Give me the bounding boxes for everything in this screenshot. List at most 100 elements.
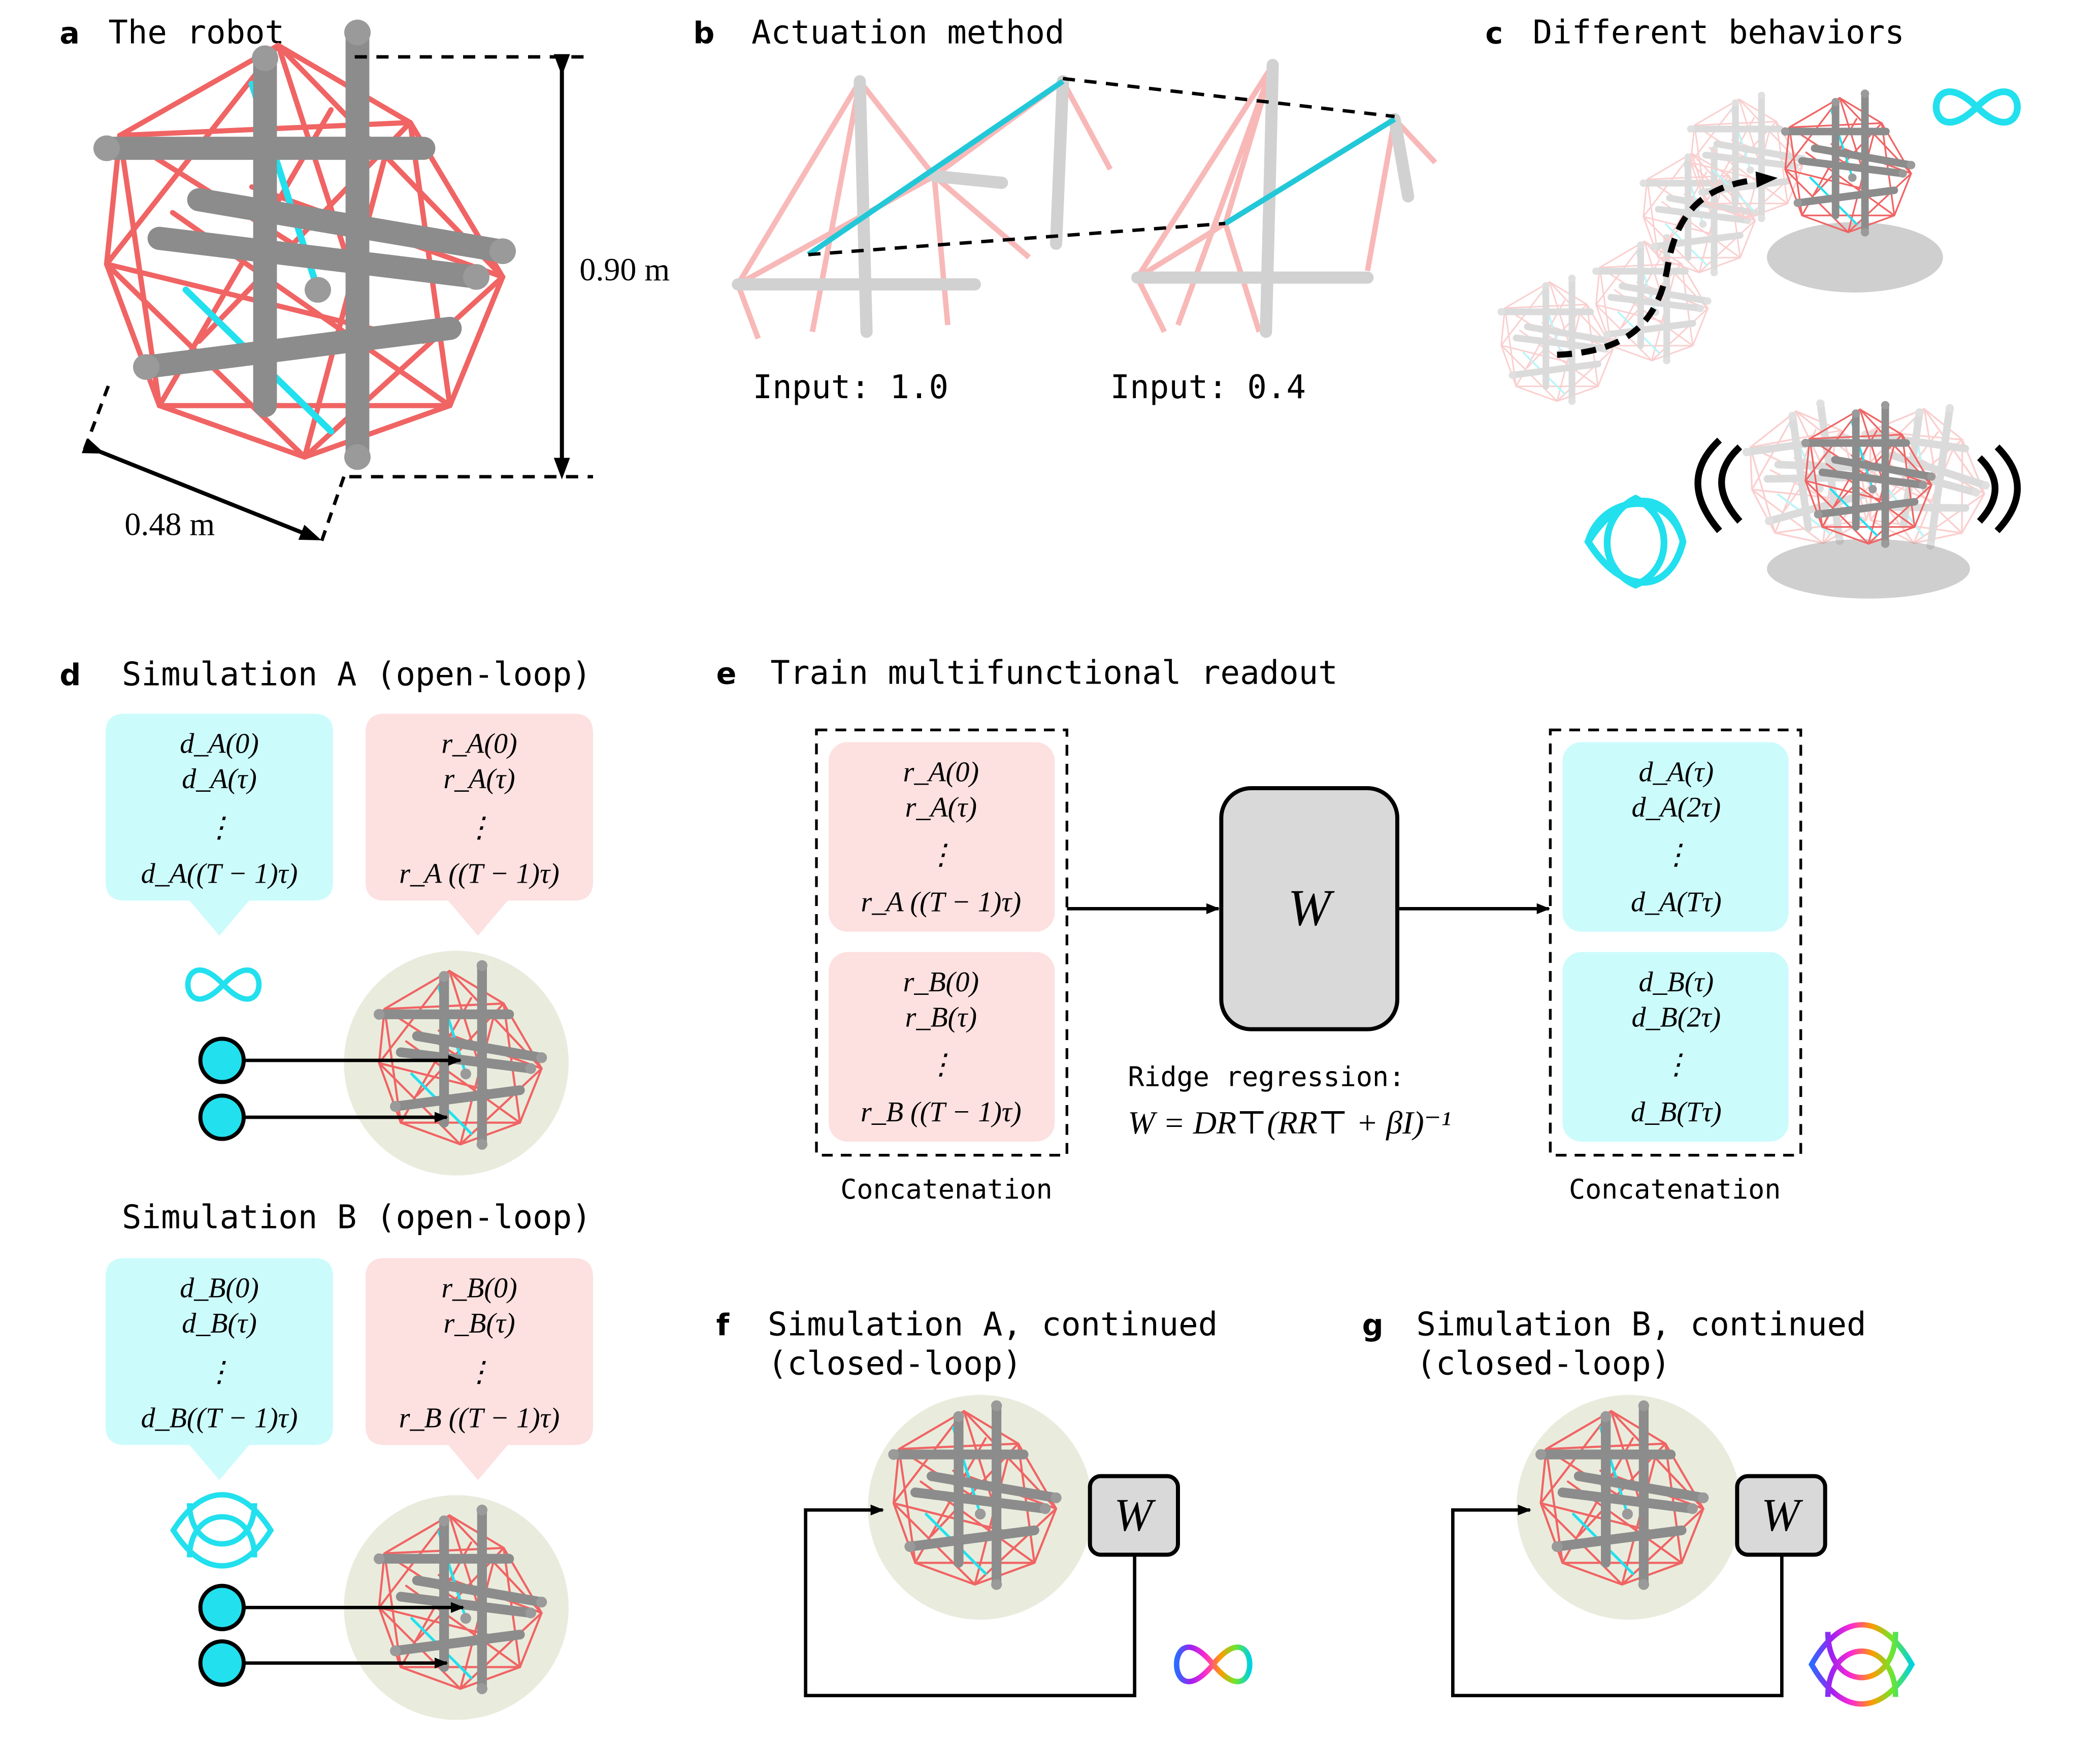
sim-b-title: Simulation B (open-loop)	[122, 1199, 592, 1237]
panel-g: g Simulation B, continued (closed-loop) …	[1362, 1306, 1915, 1707]
reservoir-a-line: r_A(τ)	[905, 792, 977, 823]
actuation-dash-top	[1062, 77, 1395, 118]
sim-b-reservoir-line: r_B ((T − 1)τ)	[399, 1403, 560, 1434]
input-label-2: Input: 0.4	[1110, 369, 1306, 406]
reservoir-a-line: r_A(0)	[903, 757, 979, 788]
actuation-pose-1	[732, 75, 1113, 340]
panel-g-title-line1: Simulation B, continued	[1416, 1306, 1866, 1343]
panel-f: f Simulation A, continued (closed-loop) …	[716, 1306, 1253, 1697]
reservoir-b-line: r_B(τ)	[905, 1001, 977, 1033]
ridge-formula: W = DR⊤(RR⊤ + βI)⁻¹	[1128, 1105, 1451, 1141]
sim-a-target-line: d_A((T − 1)τ)	[141, 858, 298, 890]
sim-b-target-dots: ⋮	[205, 1356, 234, 1388]
panel-d: d Simulation A (open-loop) d_A(0) d_A(τ)…	[59, 656, 593, 1720]
input-node	[198, 1583, 246, 1631]
panel-f-title-line2: (closed-loop)	[768, 1345, 1022, 1383]
width-dash-right	[318, 476, 346, 548]
vibration-marks-right	[1977, 444, 2021, 533]
panel-c-title: Different behaviors	[1533, 14, 1905, 51]
reservoir-b-dots: ⋮	[927, 1049, 955, 1081]
target-b-line: d_B(τ)	[1639, 966, 1714, 998]
target-b-line: d_B(Tτ)	[1631, 1096, 1722, 1128]
sim-a-reservoir-callout	[366, 714, 593, 936]
input-node	[198, 1639, 246, 1687]
panel-letter-f: f	[716, 1308, 730, 1342]
shadow-top	[1767, 222, 1943, 293]
panel-b: b Actuation method	[693, 14, 1437, 406]
sim-b-reservoir-callout	[366, 1258, 593, 1480]
input-node	[198, 1037, 246, 1084]
sim-a-title: Simulation A (open-loop)	[122, 656, 592, 693]
sim-a-target-dots: ⋮	[205, 812, 234, 844]
target-a-dots: ⋮	[1662, 839, 1690, 870]
panel-g-title-line2: (closed-loop)	[1416, 1345, 1670, 1383]
concat-box-left	[815, 728, 1068, 1157]
concat-label-right: Concatenation	[1569, 1173, 1781, 1205]
panel-letter-d: d	[59, 658, 81, 692]
reservoir-b-box	[829, 952, 1055, 1142]
sim-b-reservoir-dots: ⋮	[465, 1356, 494, 1388]
actuated-cable-2	[1224, 117, 1396, 226]
W-label-g: W	[1761, 1489, 1803, 1540]
reservoir-b-line: r_B ((T − 1)τ)	[861, 1096, 1022, 1128]
panel-letter-g: g	[1362, 1308, 1384, 1342]
height-label: 0.90 m	[579, 251, 670, 287]
reservoir-b-line: r_B(0)	[903, 966, 979, 998]
feedback-loop-f	[804, 1504, 1136, 1697]
sim-a-reservoir-line: r_A ((T − 1)τ)	[399, 858, 560, 890]
robot-large	[93, 20, 516, 470]
sim-a-reservoir-dots: ⋮	[465, 812, 494, 844]
target-b-line: d_B(2τ)	[1632, 1001, 1721, 1033]
target-a-line: d_A(2τ)	[1632, 792, 1721, 823]
reservoir-a-dots: ⋮	[927, 839, 955, 870]
width-label: 0.48 m	[124, 506, 215, 542]
lissajous-icon	[1584, 494, 1687, 589]
sim-b-reservoir-line: r_B(τ)	[443, 1308, 515, 1339]
actuation-dash-bottom	[808, 221, 1226, 256]
sim-b-target-line: d_B((T − 1)τ)	[141, 1403, 298, 1434]
robot-walking	[1781, 89, 1916, 236]
panel-a: a The robot 0.90 m 0.48 m	[59, 14, 670, 548]
input-node	[198, 1093, 246, 1141]
panel-e: e Train multifunctional readout r_A(0) r…	[716, 655, 1802, 1205]
reservoir-a-line: r_A ((T − 1)τ)	[861, 887, 1022, 918]
sim-a-reservoir-line: r_A(0)	[441, 728, 517, 760]
panel-letter-b: b	[693, 16, 714, 50]
feedback-loop-g	[1451, 1504, 1784, 1697]
width-dash-left	[82, 385, 110, 452]
target-a-box	[1562, 742, 1789, 932]
sim-b-target-callout	[106, 1258, 333, 1480]
sim-a-target-line: d_A(τ)	[182, 763, 257, 795]
width-arrow	[81, 438, 322, 540]
sim-a-target-callout	[106, 714, 333, 936]
target-b-dots: ⋮	[1662, 1049, 1690, 1081]
path-arrow	[1557, 171, 1778, 358]
panel-letter-a: a	[59, 16, 80, 50]
figure-eight-icon	[1932, 88, 2021, 126]
panel-c: c Different behaviors	[1485, 14, 2021, 599]
target-a-line: d_A(Tτ)	[1631, 887, 1722, 918]
ridge-label: Ridge regression:	[1128, 1061, 1405, 1093]
sim-b-reservoir-line: r_B(0)	[441, 1273, 517, 1304]
actuated-cable-1	[806, 79, 1065, 257]
figure-eight-icon	[185, 967, 262, 1002]
concat-box-right	[1549, 728, 1802, 1157]
shadow-bottom	[1767, 539, 1970, 599]
vibration-marks-left	[1694, 437, 1743, 533]
W-label: W	[1288, 879, 1335, 936]
target-a-line: d_A(τ)	[1639, 757, 1714, 788]
panel-e-title: Train multifunctional readout	[770, 655, 1337, 692]
sim-a-target-line: d_A(0)	[180, 728, 259, 760]
target-b-box	[1562, 952, 1789, 1142]
lissajous-icon	[170, 1492, 274, 1569]
concat-label-left: Concatenation	[840, 1173, 1052, 1205]
W-label-f: W	[1114, 1489, 1156, 1540]
panel-letter-e: e	[716, 657, 737, 691]
reservoir-a-box	[829, 742, 1055, 932]
panel-f-title-line1: Simulation A, continued	[768, 1306, 1218, 1343]
sim-b-target-line: d_B(τ)	[182, 1308, 257, 1339]
panel-letter-c: c	[1485, 16, 1503, 50]
panel-b-title: Actuation method	[751, 14, 1065, 51]
sim-b-target-line: d_B(0)	[180, 1273, 259, 1304]
panel-a-title: The robot	[108, 14, 284, 51]
